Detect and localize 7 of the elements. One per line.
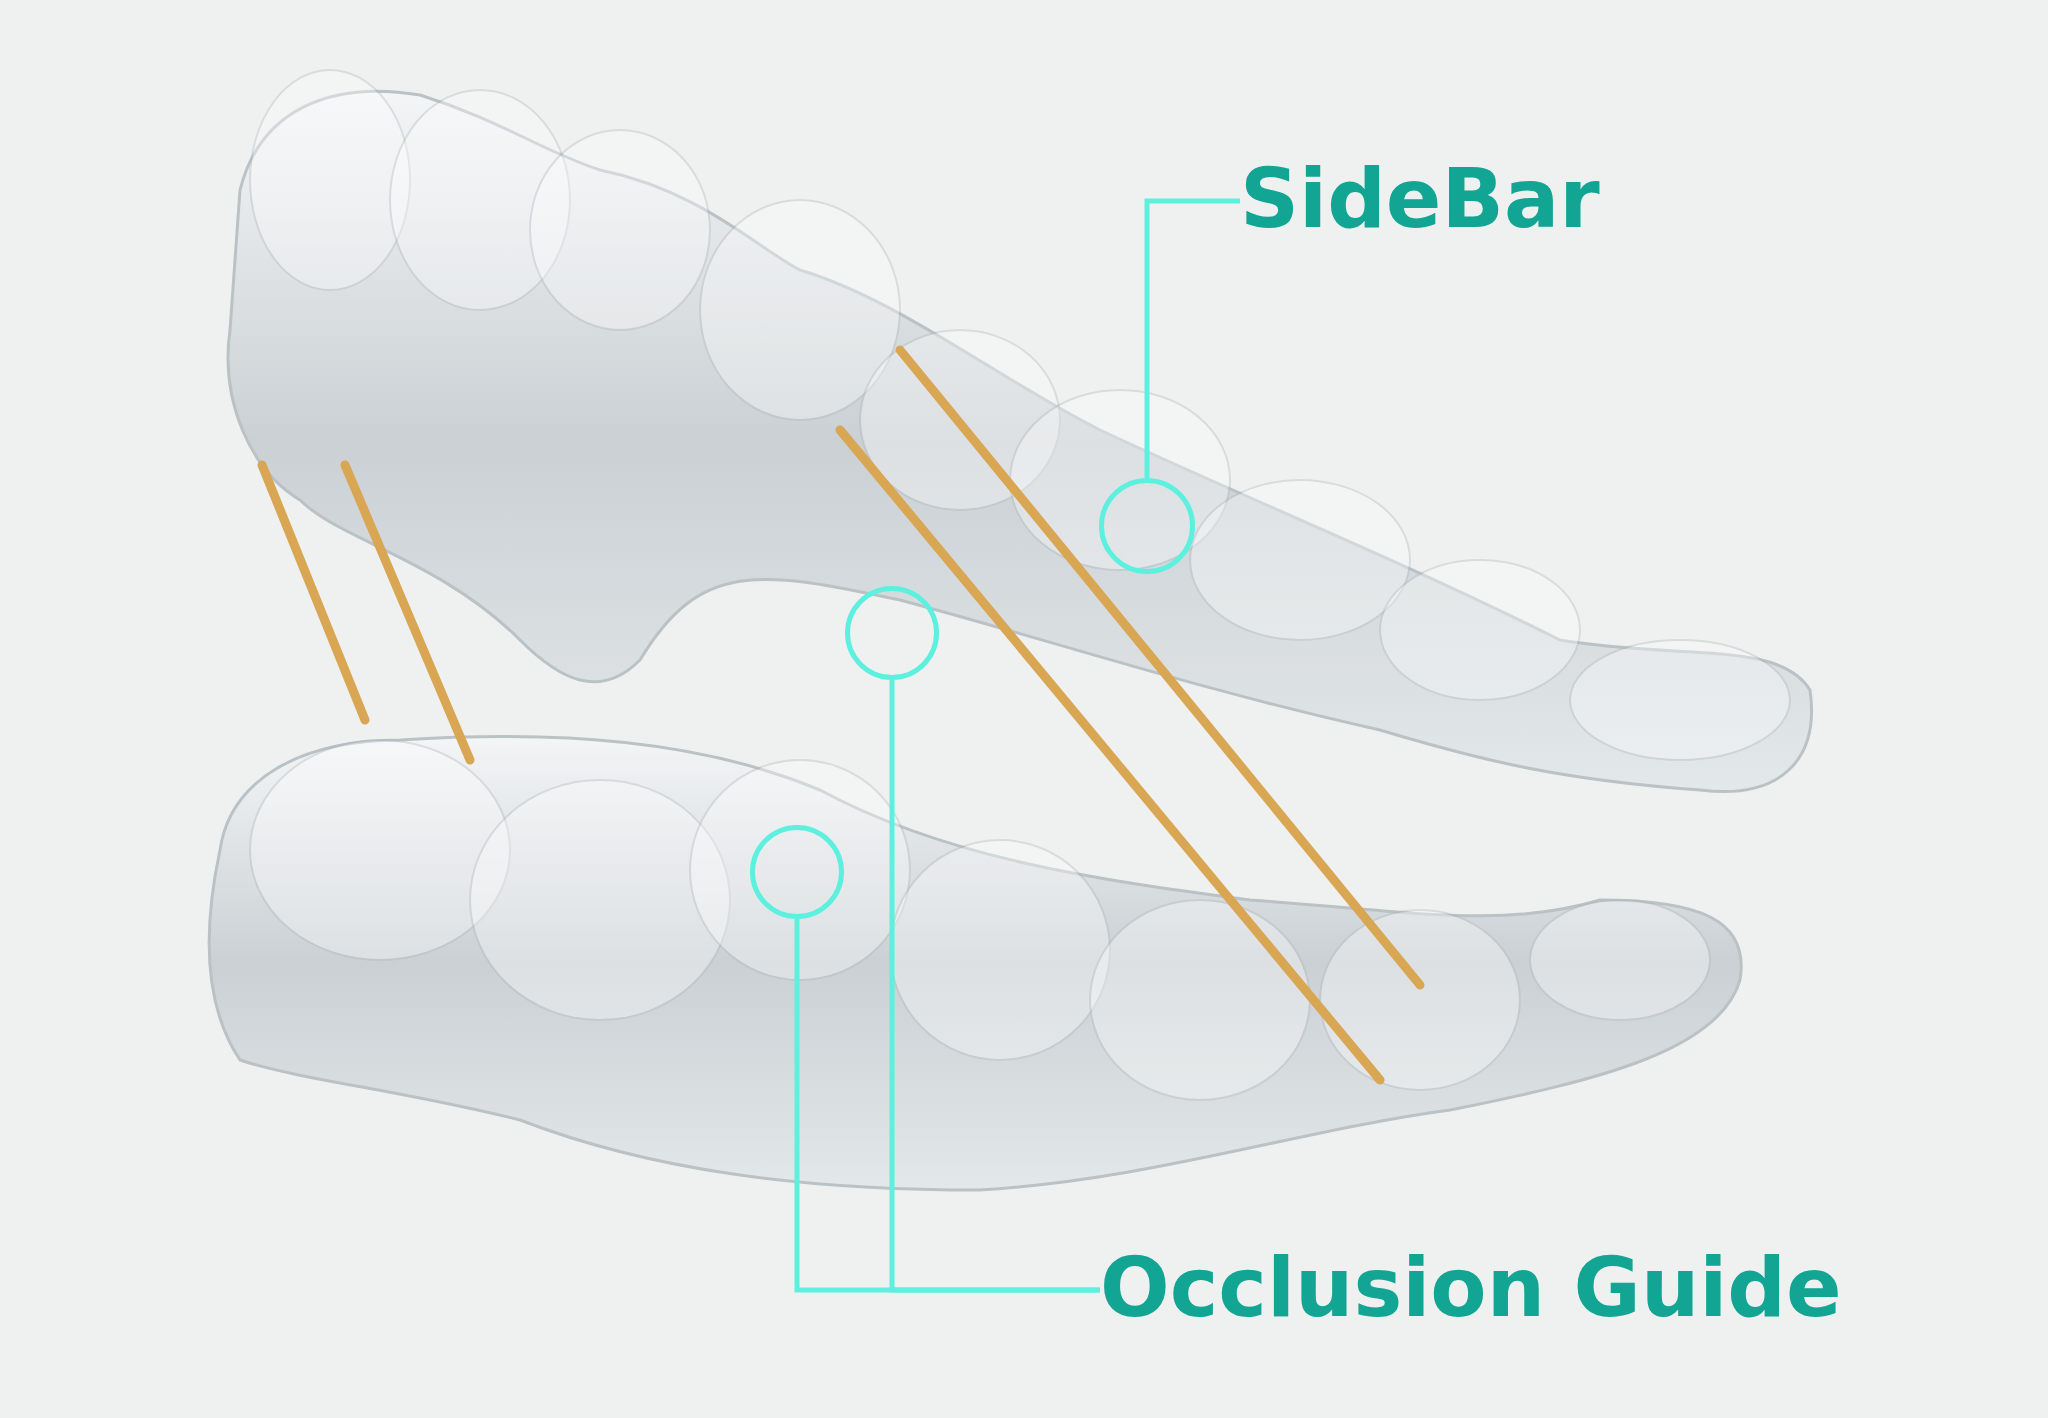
leader-line <box>1144 198 1240 478</box>
highlight-circle <box>1099 478 1195 574</box>
part-label: Occlusion Guide <box>1100 1247 1960 1333</box>
part-label: SideBar <box>1240 158 1700 244</box>
highlight-circle <box>750 825 844 919</box>
leader-line <box>889 680 1100 1293</box>
highlight-circle <box>845 586 939 680</box>
